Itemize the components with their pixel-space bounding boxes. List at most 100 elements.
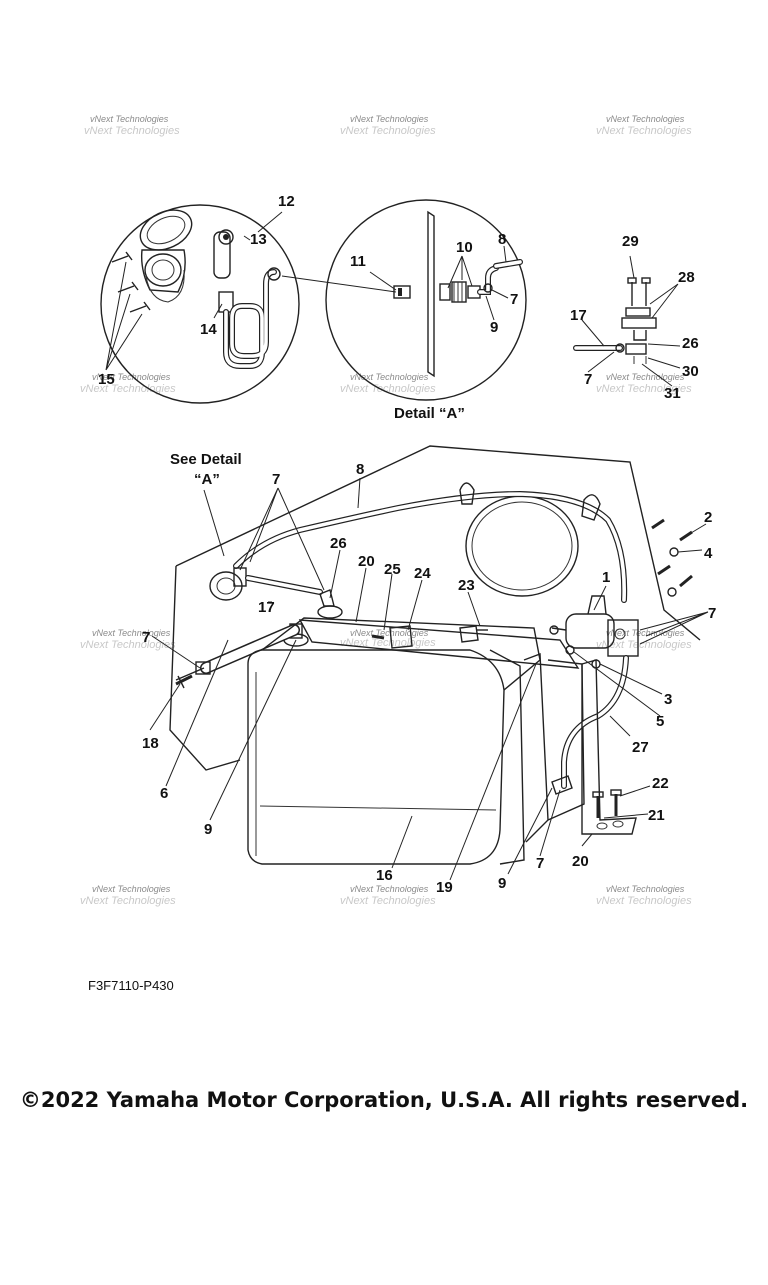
callout-30: 30 [682,363,699,380]
callout-3: 3 [664,691,672,708]
callout-17: 17 [570,307,587,324]
vent-hose-icon [245,575,323,595]
svg-text:vNext Technologies: vNext Technologies [350,884,429,894]
svg-text:vNext Technologies: vNext Technologies [606,884,685,894]
callout-21: 21 [648,807,665,824]
nut-icon [549,625,559,635]
svg-text:vNext Technologies: vNext Technologies [596,895,692,907]
svg-text:vNext Technologies: vNext Technologies [92,628,171,638]
svg-text:vNext Technologies: vNext Technologies [84,125,180,137]
elbow-fitting-icon [477,265,499,295]
bolt-icon [679,574,693,588]
detail-a-circle [325,199,527,401]
bolt-icon [592,791,604,818]
tank-fitting-icon [317,589,343,619]
figure-code: F3F7110-P430 [88,978,174,993]
svg-text:vNext Technologies: vNext Technologies [90,114,169,124]
callout-4: 4 [704,545,713,562]
bolt-icon [175,674,193,686]
washer-icon [667,587,677,597]
valve-assembly-detail [573,255,681,387]
svg-text:vNext Technologies: vNext Technologies [340,637,436,649]
svg-text:vNext Technologies: vNext Technologies [350,372,429,382]
detail-a-caption: Detail “A” [394,405,465,422]
callout-1: 1 [602,569,610,586]
main-assembly [149,445,709,881]
bolt-icon [657,564,671,576]
nut-icon [439,281,481,303]
svg-text:vNext Technologies: vNext Technologies [340,125,436,137]
callout-24: 24 [414,565,431,582]
see-detail-label: “A” [194,471,220,488]
nut-icon [565,645,575,655]
bolt-icon [610,789,622,816]
callout-9: 9 [204,821,212,838]
callout-28: 28 [678,269,695,286]
callout-10: 10 [456,239,473,256]
svg-text:vNext Technologies: vNext Technologies [596,125,692,137]
fuel-pump-icon [551,595,639,657]
callout-8: 8 [498,231,506,248]
bolt-icon [651,518,665,530]
svg-text:vNext Technologies: vNext Technologies [340,383,436,395]
callout-8: 8 [356,461,364,478]
callout-14: 14 [200,321,217,338]
svg-text:vNext Technologies: vNext Technologies [606,628,685,638]
callout-7: 7 [142,629,150,646]
callout-29: 29 [622,233,639,250]
svg-text:vNext Technologies: vNext Technologies [350,114,429,124]
callout-17: 17 [258,599,275,616]
callout-20: 20 [358,553,375,570]
callout-26: 26 [682,335,699,352]
callout-25: 25 [384,561,401,578]
callout-7: 7 [536,855,544,872]
callout-20: 20 [572,853,589,870]
access-port-icon [465,495,579,597]
callout-31: 31 [664,385,681,402]
fill-cap-detail-circle [100,204,397,404]
fitting-icon [393,285,411,299]
bolt-icon [371,634,385,640]
vent-hose-icon [218,267,281,369]
svg-text:vNext Technologies: vNext Technologies [80,895,176,907]
bolt-icon [627,277,651,306]
callout-6: 6 [160,785,168,802]
strap-bracket-icon [389,625,488,649]
washer-icon [669,547,679,557]
callout-27: 27 [632,739,649,756]
copyright-notice: ©2022 Yamaha Motor Corporation, U.S.A. A… [19,1088,749,1112]
hose-clip-icon [581,494,601,521]
callout-labels: 12 13 14 15 11 10 8 7 9 Detail “A” 29 28… [98,193,716,896]
tank-fitting-icon [551,775,573,795]
callout-7: 7 [510,291,518,308]
svg-text:vNext Technologies: vNext Technologies [92,884,171,894]
callout-11: 11 [350,253,366,270]
callout-22: 22 [652,775,669,792]
hose-clip-icon [459,482,475,505]
svg-text:vNext Technologies: vNext Technologies [80,639,176,651]
callout-7: 7 [272,471,280,488]
callout-19: 19 [436,879,453,896]
callout-2: 2 [704,509,712,526]
callout-13: 13 [250,231,267,248]
callout-9: 9 [490,319,498,336]
svg-text:vNext Technologies: vNext Technologies [606,114,685,124]
fuel-tank-icon [247,617,585,865]
svg-text:vNext Technologies: vNext Technologies [92,372,171,382]
callout-18: 18 [142,735,159,752]
svg-text:vNext Technologies: vNext Technologies [350,628,429,638]
fuel-hose-icon [233,490,628,603]
filler-neck-icon [209,567,247,601]
